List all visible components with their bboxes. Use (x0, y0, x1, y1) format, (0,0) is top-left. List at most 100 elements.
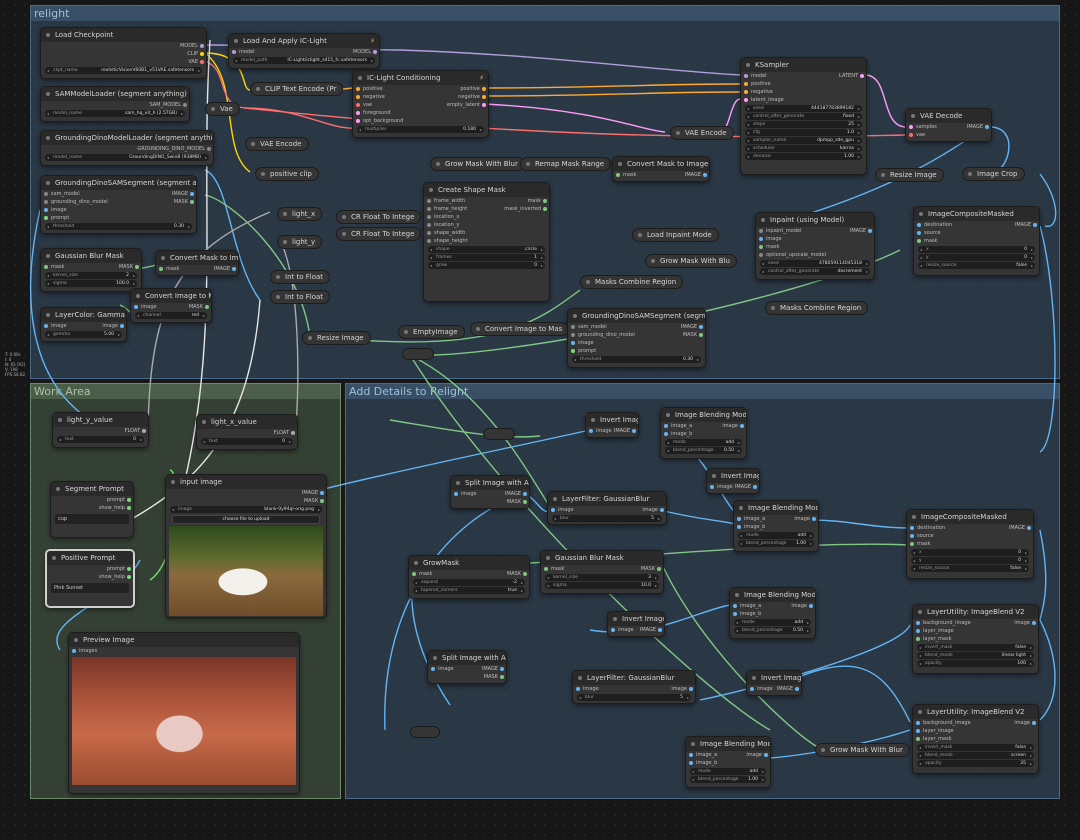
output-slot[interactable] (764, 753, 768, 757)
output-slot[interactable] (127, 575, 131, 579)
input-slot[interactable] (759, 229, 763, 233)
node-resize-image-1[interactable]: Resize Image (302, 331, 371, 345)
input-row[interactable]: images (69, 647, 299, 655)
node-segment-prompt[interactable]: Segment Prompt prompt show_help cup (50, 481, 134, 538)
node-load-inpaint-model[interactable]: Load Inpaint Mode (632, 228, 719, 242)
output-slot[interactable] (860, 74, 864, 78)
output-slot[interactable] (500, 667, 504, 671)
input-row[interactable]: image_b (734, 523, 818, 531)
node-preview-image[interactable]: Preview Image images (68, 632, 300, 794)
node-vae-encode-2[interactable]: VAE Encode (670, 126, 734, 140)
node-positive-prompt[interactable]: Positive Prompt prompt show_help Pink Su… (45, 549, 135, 608)
input-slot[interactable] (544, 567, 548, 571)
input-slot[interactable] (744, 98, 748, 102)
node-int-to-float-1[interactable]: Int to Float (270, 270, 331, 284)
node-layerutility-imageblend-1[interactable]: LayerUtility: ImageBlend V2 background_i… (912, 604, 1039, 674)
output-slot[interactable] (482, 87, 486, 91)
input-slot[interactable] (427, 239, 431, 243)
output-slot[interactable] (740, 424, 744, 428)
input-slot[interactable] (759, 253, 763, 257)
output-row[interactable]: FLOAT (197, 429, 297, 437)
output-slot[interactable] (127, 567, 131, 571)
input-slot[interactable] (737, 525, 741, 529)
input-slot[interactable] (571, 325, 575, 329)
input-row[interactable]: latent_image (741, 96, 866, 104)
output-slot[interactable] (753, 485, 757, 489)
input-row[interactable]: opt_background (353, 117, 488, 125)
choose-file-button[interactable]: choose file to upload (172, 515, 320, 524)
reroute-node[interactable] (410, 726, 440, 738)
input-row[interactable]: mask (756, 243, 874, 251)
output-slot[interactable] (523, 500, 527, 504)
input-row[interactable]: image (568, 339, 705, 347)
output-slot[interactable] (205, 305, 209, 309)
output-slot[interactable] (482, 103, 486, 107)
output-slot[interactable] (127, 498, 131, 502)
input-slot[interactable] (134, 305, 138, 309)
input-row[interactable]: positive (741, 80, 866, 88)
input-slot[interactable] (356, 95, 360, 99)
output-slot[interactable] (657, 567, 661, 571)
input-slot[interactable] (910, 534, 914, 538)
output-slot[interactable] (1033, 223, 1037, 227)
output-slot[interactable] (1027, 526, 1031, 530)
input-row[interactable]: source (914, 229, 1039, 237)
output-slot[interactable] (660, 508, 664, 512)
output-row[interactable]: IMAGE (166, 489, 326, 497)
prompt-textarea[interactable]: cup (55, 514, 129, 524)
output-slot[interactable] (543, 207, 547, 211)
output-row[interactable]: MASK (451, 498, 529, 506)
input-slot[interactable] (427, 223, 431, 227)
x-widget[interactable]: x0 (911, 549, 1029, 556)
node-groundingdino-sam-segment[interactable]: GroundingDinoSAMSegment (segment anythin… (40, 175, 197, 234)
input-slot[interactable] (664, 432, 668, 436)
input-row[interactable]: source (907, 532, 1033, 540)
input-row[interactable]: image_b (661, 430, 746, 438)
input-slot[interactable] (759, 237, 763, 241)
input-slot[interactable] (72, 649, 76, 653)
input-slot[interactable] (356, 103, 360, 107)
input-slot[interactable] (232, 50, 236, 54)
input-row[interactable]: shape_height (424, 237, 549, 245)
input-row[interactable]: prompt (41, 214, 196, 222)
y-widget[interactable]: y0 (911, 557, 1029, 564)
output-slot[interactable] (320, 499, 324, 503)
node-light-y[interactable]: light_y (277, 235, 323, 249)
output-slot[interactable] (142, 429, 146, 433)
